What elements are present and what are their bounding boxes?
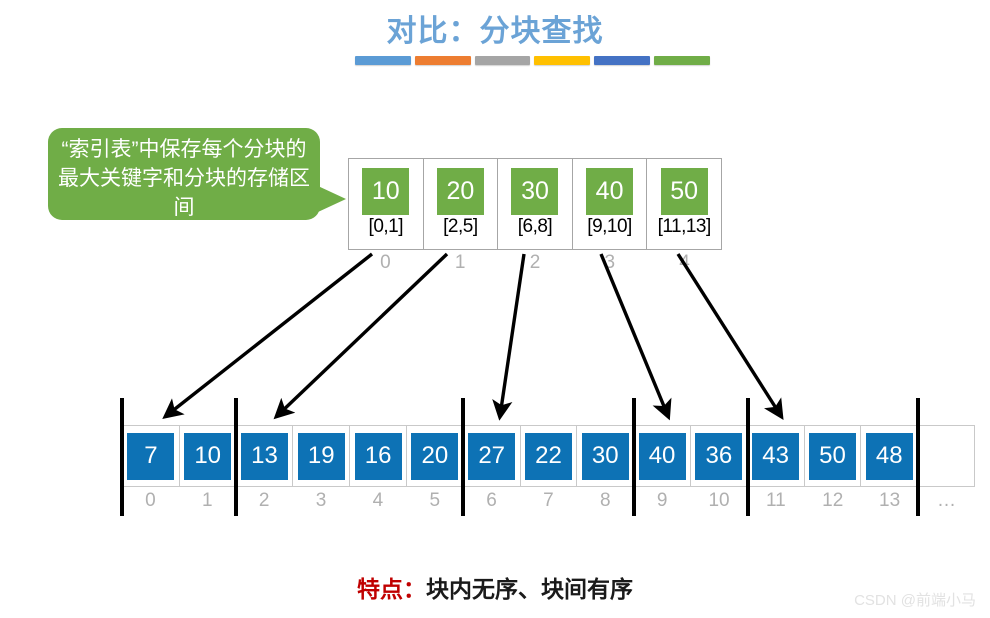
array-cell-value: 16 — [354, 432, 402, 480]
array-cell-value: 30 — [581, 432, 629, 480]
block-divider — [631, 398, 636, 516]
array-cell-position: 13 — [879, 490, 901, 511]
block-divider — [233, 398, 238, 516]
index-cell-range: [6,8] — [517, 216, 553, 237]
array-cell[interactable]: 22 — [521, 426, 578, 486]
array-cell-value: 48 — [865, 432, 913, 480]
array-cell-position: 3 — [315, 490, 327, 511]
array-cell-value: 36 — [695, 432, 743, 480]
index-table-position-row: 0 1 2 3 4 — [348, 252, 722, 278]
title-rule-segment-1 — [414, 56, 471, 65]
mapping-arrow — [492, 253, 526, 421]
index-cell-key: 40 — [586, 168, 634, 215]
array-cell[interactable]: 13 — [237, 426, 294, 486]
array-cell-position: 8 — [600, 490, 611, 511]
array-cell-position: 5 — [429, 490, 441, 511]
array-cell-position: 9 — [656, 490, 668, 511]
mapping-arrow — [599, 253, 672, 421]
title-rule-segment-0 — [355, 56, 411, 65]
array-cell-position: 0 — [145, 490, 156, 511]
index-cell-position: 2 — [529, 252, 541, 273]
array-cell-position: 1 — [202, 490, 213, 511]
array-cell-value: 43 — [752, 432, 800, 480]
index-cell[interactable]: 40[9,10] — [573, 159, 648, 249]
mapping-arrow — [273, 252, 449, 420]
array-cell-position: … — [936, 490, 956, 511]
mapping-arrow — [676, 253, 784, 421]
array-cell-value: 19 — [297, 432, 345, 480]
index-cell-position: 0 — [380, 252, 391, 273]
callout-tail-icon — [318, 186, 346, 212]
array-cell-position: 2 — [258, 490, 270, 511]
title-rule-segment-3 — [534, 56, 591, 65]
array-cell[interactable] — [918, 426, 974, 486]
index-cell-position: 1 — [454, 252, 466, 273]
array-cell-position: 6 — [486, 490, 497, 511]
mapping-arrow — [162, 252, 374, 419]
index-cell-range: [9,10] — [587, 216, 632, 237]
block-divider — [120, 398, 124, 516]
array-cell[interactable]: 43 — [748, 426, 805, 486]
footer-text: 块内无序、块间有序 — [426, 576, 633, 602]
array-cell-position: 12 — [822, 490, 844, 511]
array-cell[interactable]: 30 — [577, 426, 635, 486]
array-cell[interactable]: 40 — [634, 426, 691, 486]
array-cell[interactable]: 19 — [293, 426, 351, 486]
index-cell[interactable]: 10[0,1] — [349, 159, 424, 249]
index-cell-range: [11,13] — [657, 216, 712, 237]
index-table-callout: “索引表”中保存每个分块的最大关键字和分块的存储区间 — [48, 128, 320, 220]
array-cell[interactable]: 16 — [350, 426, 407, 486]
index-cell-key: 30 — [511, 168, 559, 215]
array-cell-value: 22 — [524, 432, 572, 480]
index-cell-position: 3 — [604, 252, 616, 273]
array-cell-position: 11 — [766, 490, 786, 511]
index-cell-range: [2,5] — [443, 216, 478, 237]
array-cell[interactable]: 7 — [123, 426, 180, 486]
array-cell-value: 40 — [638, 432, 686, 480]
array-cell-value: 27 — [468, 432, 516, 480]
index-cell-key: 10 — [362, 168, 410, 215]
page-title: 对比：分块查找 — [386, 15, 604, 48]
array-cell-value: 13 — [240, 432, 288, 480]
array-cell-value: 20 — [411, 432, 459, 480]
callout-text: “索引表”中保存每个分块的最大关键字和分块的存储区间 — [58, 138, 310, 219]
index-cell-key: 50 — [660, 168, 708, 215]
array-cell[interactable]: 10 — [180, 426, 237, 486]
array-cell[interactable]: 48 — [861, 426, 919, 486]
array-cell-position: 10 — [708, 490, 730, 511]
index-cell[interactable]: 30[6,8] — [498, 159, 573, 249]
array-cell-value: 10 — [184, 432, 232, 480]
index-cell-position: 4 — [679, 252, 690, 273]
title-underline-bars — [355, 56, 710, 65]
array-cell[interactable]: 50 — [805, 426, 862, 486]
title-rule-segment-5 — [654, 56, 710, 65]
index-table: 10[0,1]20[2,5]30[6,8]40[9,10]50[11,13] — [348, 158, 722, 250]
array-cell[interactable]: 36 — [691, 426, 748, 486]
block-divider — [745, 398, 750, 516]
block-divider — [916, 398, 921, 516]
index-cell[interactable]: 50[11,13] — [647, 159, 722, 249]
footer-label: 特点： — [357, 576, 426, 602]
block-divider — [461, 398, 466, 516]
footer-note: 特点：块内无序、块间有序 — [0, 570, 990, 604]
title-rule-segment-4 — [594, 56, 651, 65]
watermark: CSDN @前端小马 — [854, 592, 976, 609]
index-cell-range: [0,1] — [368, 216, 404, 237]
index-cell-key: 20 — [436, 168, 484, 215]
array-cell[interactable]: 20 — [407, 426, 464, 486]
array-cell-value: 7 — [127, 432, 175, 480]
array-cell-position: 4 — [372, 490, 384, 511]
array-cell[interactable]: 27 — [464, 426, 521, 486]
array-cell-value: 50 — [808, 432, 856, 480]
title-rule-segment-2 — [474, 56, 531, 65]
array-cell-position: 7 — [543, 490, 554, 511]
index-cell[interactable]: 20[2,5] — [424, 159, 499, 249]
